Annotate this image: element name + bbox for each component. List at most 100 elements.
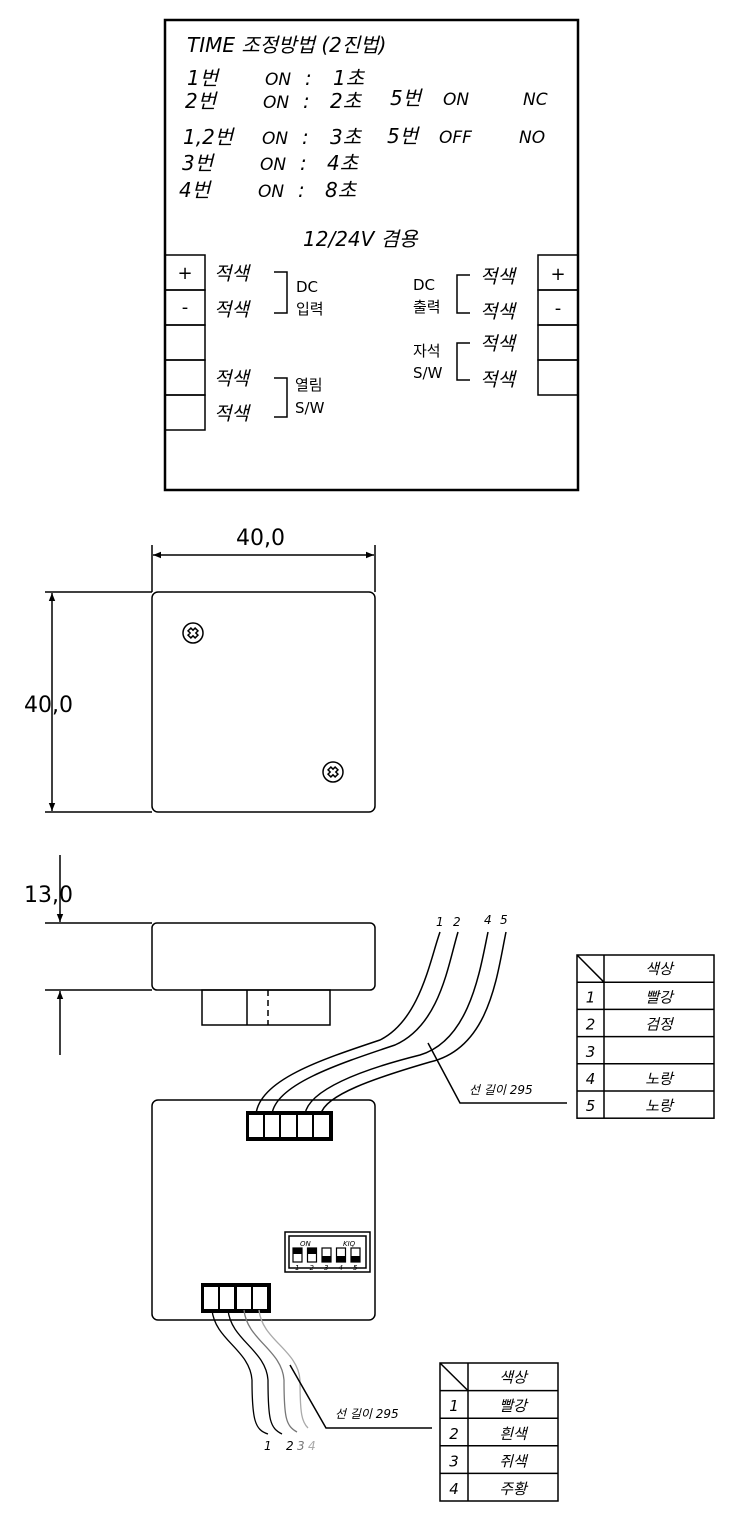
- dc-output-label: 출력: [413, 298, 441, 316]
- mode-contact: NC: [523, 90, 548, 110]
- open-sw-label: 열림: [295, 376, 323, 394]
- dip-number: 5: [353, 1264, 358, 1272]
- table-row-number: 3: [449, 1452, 459, 1470]
- timing-sep: :: [302, 125, 309, 149]
- table-row-color: 노랑: [645, 1070, 675, 1088]
- dip-toggle-knob: [307, 1248, 317, 1254]
- wire-number: 2: [286, 1439, 294, 1453]
- timing-switch: 2번: [185, 89, 219, 113]
- instruction-box: TIME 조정방법 (2진법) 1번 ON : 1초 2번 ON : 2초 1,…: [163, 18, 580, 492]
- wire-color-label: 적색: [480, 333, 517, 355]
- wire-length-label: 선 길이 295: [335, 1407, 399, 1421]
- voltage-label: 12/24V 겸용: [303, 227, 419, 251]
- open-sw-label: S/W: [295, 399, 325, 417]
- side-view: 13,0: [24, 855, 376, 1055]
- top-wires: 1 2 4 5 선 길이 295: [255, 913, 567, 1115]
- table-row-color: 주황: [499, 1480, 529, 1498]
- dc-output-label: DC: [413, 276, 435, 294]
- wire-color-label: 적색: [480, 369, 517, 391]
- timing-value: 3초: [330, 125, 363, 149]
- terminal-minus: -: [182, 297, 189, 318]
- leader-line: [427, 1042, 567, 1104]
- table-row-number: 4: [586, 1070, 596, 1088]
- instruction-title: TIME 조정방법 (2진법): [187, 33, 386, 57]
- dip-brand-label: KIQ: [343, 1240, 356, 1248]
- timing-value: 1초: [333, 66, 366, 90]
- wire-number: 1: [264, 1439, 272, 1453]
- dip-number: 2: [310, 1264, 315, 1272]
- dip-number: 3: [324, 1264, 328, 1272]
- wire-number: 3: [297, 1439, 305, 1453]
- wire-color-label: 적색: [214, 299, 251, 321]
- timing-sep: :: [300, 151, 307, 175]
- height-dimension: 40,0: [24, 693, 73, 718]
- wire-color-label: 적색: [480, 266, 517, 288]
- timing-state: ON: [258, 182, 284, 202]
- table-row-color: 빨강: [645, 988, 675, 1006]
- thickness-dimension: 13,0: [24, 883, 73, 908]
- timing-switch: 4번: [179, 178, 213, 202]
- wire-number: 1: [436, 915, 444, 929]
- mode-contact: NO: [519, 128, 545, 148]
- dc-input-label: 입력: [296, 300, 324, 318]
- wire-color-table-top: 색상 1 빨강 2 검정 3 4 노랑 5 노랑: [576, 954, 715, 1119]
- timing-switch: 1번: [187, 66, 221, 90]
- table-header: 색상: [645, 960, 675, 978]
- table-row-number: 2: [449, 1425, 459, 1443]
- wire-number: 4: [308, 1439, 316, 1453]
- timing-state: ON: [262, 129, 288, 149]
- wire-color-label: 적색: [214, 263, 251, 285]
- wire-color-label: 적색: [480, 301, 517, 323]
- width-dimension: 40,0: [236, 526, 285, 551]
- timing-sep: :: [305, 66, 312, 90]
- wire-length-label: 선 길이 295: [469, 1083, 533, 1097]
- terminal-plus: +: [177, 263, 192, 284]
- bottom-wires: 1 2 3 4 선 길이 295: [211, 1309, 432, 1453]
- dip-toggle-knob: [336, 1256, 346, 1262]
- mode-state: ON: [443, 90, 469, 110]
- table-row-number: 1: [449, 1397, 459, 1415]
- mode-state: OFF: [439, 128, 472, 148]
- table-row-color: 검정: [645, 1016, 675, 1034]
- bottom-connector: [201, 1283, 271, 1313]
- timing-value: 4초: [327, 151, 360, 175]
- wire-color-label: 적색: [214, 368, 251, 390]
- bracket: [456, 342, 470, 381]
- table-row-color: 흰색: [499, 1425, 529, 1443]
- table-row-number: 3: [586, 1043, 596, 1061]
- dip-toggle-knob: [293, 1248, 302, 1254]
- wire-number: 2: [453, 915, 461, 929]
- terminal-minus: -: [555, 298, 562, 319]
- dip-toggle-knob: [322, 1256, 331, 1262]
- timing-switch: 1,2번: [183, 125, 236, 149]
- timing-state: ON: [260, 155, 286, 175]
- magnet-sw-label: S/W: [413, 364, 443, 382]
- timing-state: ON: [263, 93, 289, 113]
- table-row-number: 5: [586, 1097, 596, 1115]
- table-row-color: 빨강: [499, 1397, 529, 1415]
- terminal-plus: +: [550, 264, 565, 285]
- dip-number: 4: [339, 1264, 343, 1272]
- magnet-sw-label: 자석: [413, 342, 441, 360]
- table-row-number: 2: [586, 1016, 596, 1034]
- table-row-number: 4: [449, 1480, 459, 1498]
- table-row-number: 1: [586, 988, 596, 1006]
- wire-color-label: 적색: [214, 403, 251, 425]
- leader-line: [289, 1364, 432, 1429]
- timing-sep: :: [298, 178, 305, 202]
- timing-switch: 3번: [182, 151, 216, 175]
- table-row-color: 노랑: [645, 1097, 675, 1115]
- table-row-color: 쥐색: [499, 1452, 529, 1470]
- right-terminal-block: + -: [537, 254, 579, 396]
- dip-number: 1: [295, 1264, 299, 1272]
- top-connector: [246, 1111, 333, 1141]
- mode-switch: 5번: [390, 86, 424, 110]
- mode-switch: 5번: [387, 124, 421, 148]
- bracket: [456, 274, 470, 314]
- timing-state: ON: [265, 70, 291, 90]
- timing-value: 8초: [325, 178, 358, 202]
- dip-toggle-knob: [351, 1256, 360, 1262]
- dc-input-label: DC: [296, 278, 318, 296]
- left-terminal-block: + -: [164, 254, 206, 431]
